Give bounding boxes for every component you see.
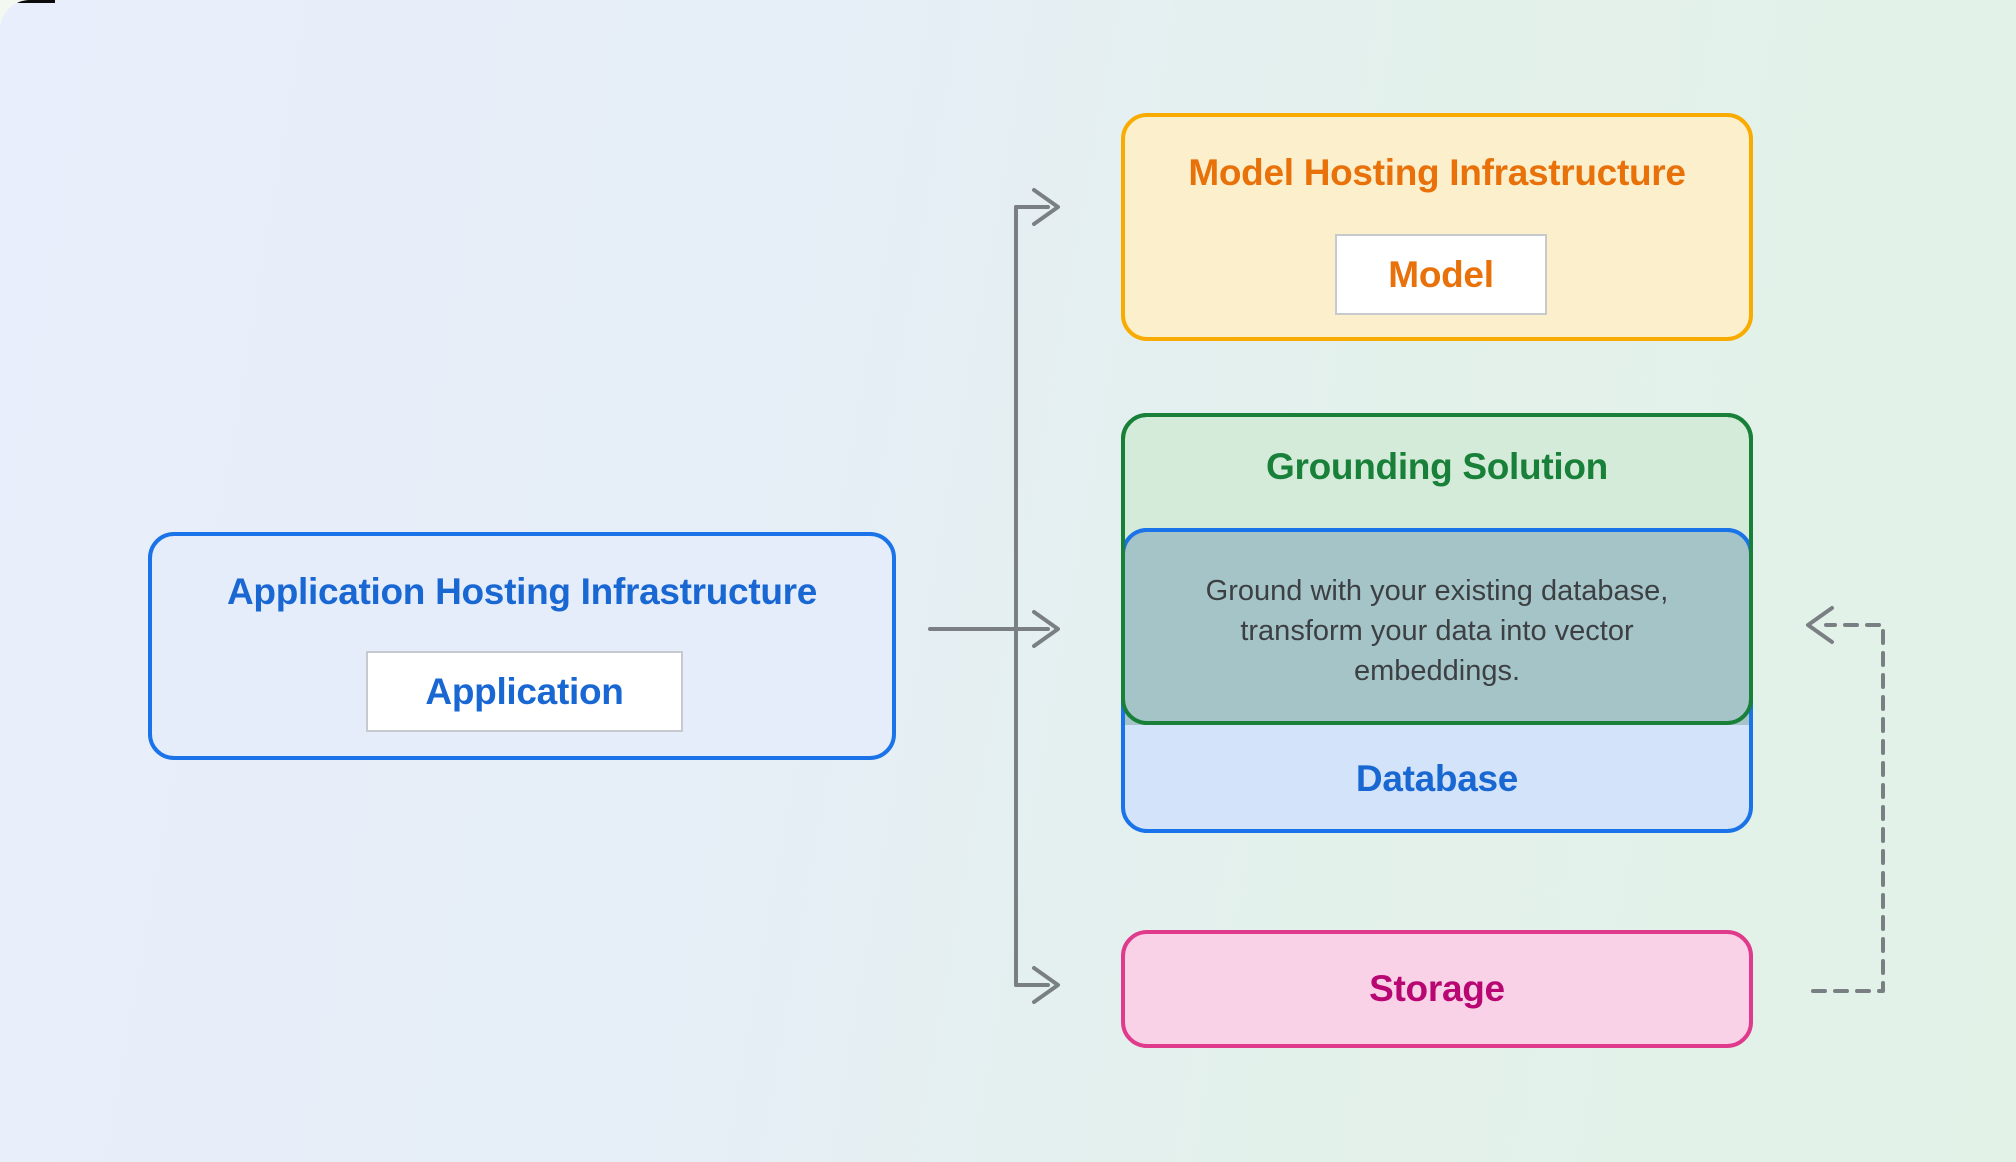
model-chip-label: Model	[1388, 253, 1494, 295]
application-hosting-box: Application Hosting Infrastructure Appli…	[148, 532, 896, 760]
model-chip: Model	[1335, 234, 1547, 315]
corner-crop-artifact	[2, 0, 55, 3]
database-label: Database	[1355, 758, 1519, 799]
dashed-arrow-storage-to-grounding	[1806, 606, 1885, 993]
arrow-right-icon	[1032, 610, 1060, 648]
grounding-description-text: Ground with your existing database, tran…	[1206, 571, 1669, 691]
arrow-left-icon	[1806, 606, 1834, 644]
storage-box: Storage	[1121, 930, 1753, 1048]
arrow-app-to-grounding	[928, 610, 1060, 648]
application-hosting-title: Application Hosting Infrastructure	[226, 571, 818, 612]
arrow-right-icon	[1032, 188, 1060, 226]
grounding-description-line-3: embeddings.	[1353, 654, 1521, 687]
arrow-right-icon	[1032, 966, 1060, 1004]
grounding-solution-title: Grounding Solution	[1266, 446, 1608, 487]
storage-label: Storage	[1369, 968, 1505, 1009]
model-hosting-box: Model Hosting Infrastructure Model	[1121, 113, 1753, 341]
arrow-app-to-storage	[1014, 966, 1060, 1004]
application-chip-label: Application	[425, 670, 624, 712]
grounding-description-box: Ground with your existing database, tran…	[1121, 528, 1753, 725]
grounding-description-line-1: Ground with your existing database,	[1205, 574, 1669, 607]
application-chip: Application	[366, 651, 683, 732]
grounding-description-line-2: transform your data into vector	[1240, 614, 1634, 647]
arrow-app-to-model	[1014, 188, 1060, 226]
model-hosting-title: Model Hosting Infrastructure	[1188, 152, 1686, 193]
grounding-solution-stack: Database Ground with your existing datab…	[1121, 413, 1753, 833]
